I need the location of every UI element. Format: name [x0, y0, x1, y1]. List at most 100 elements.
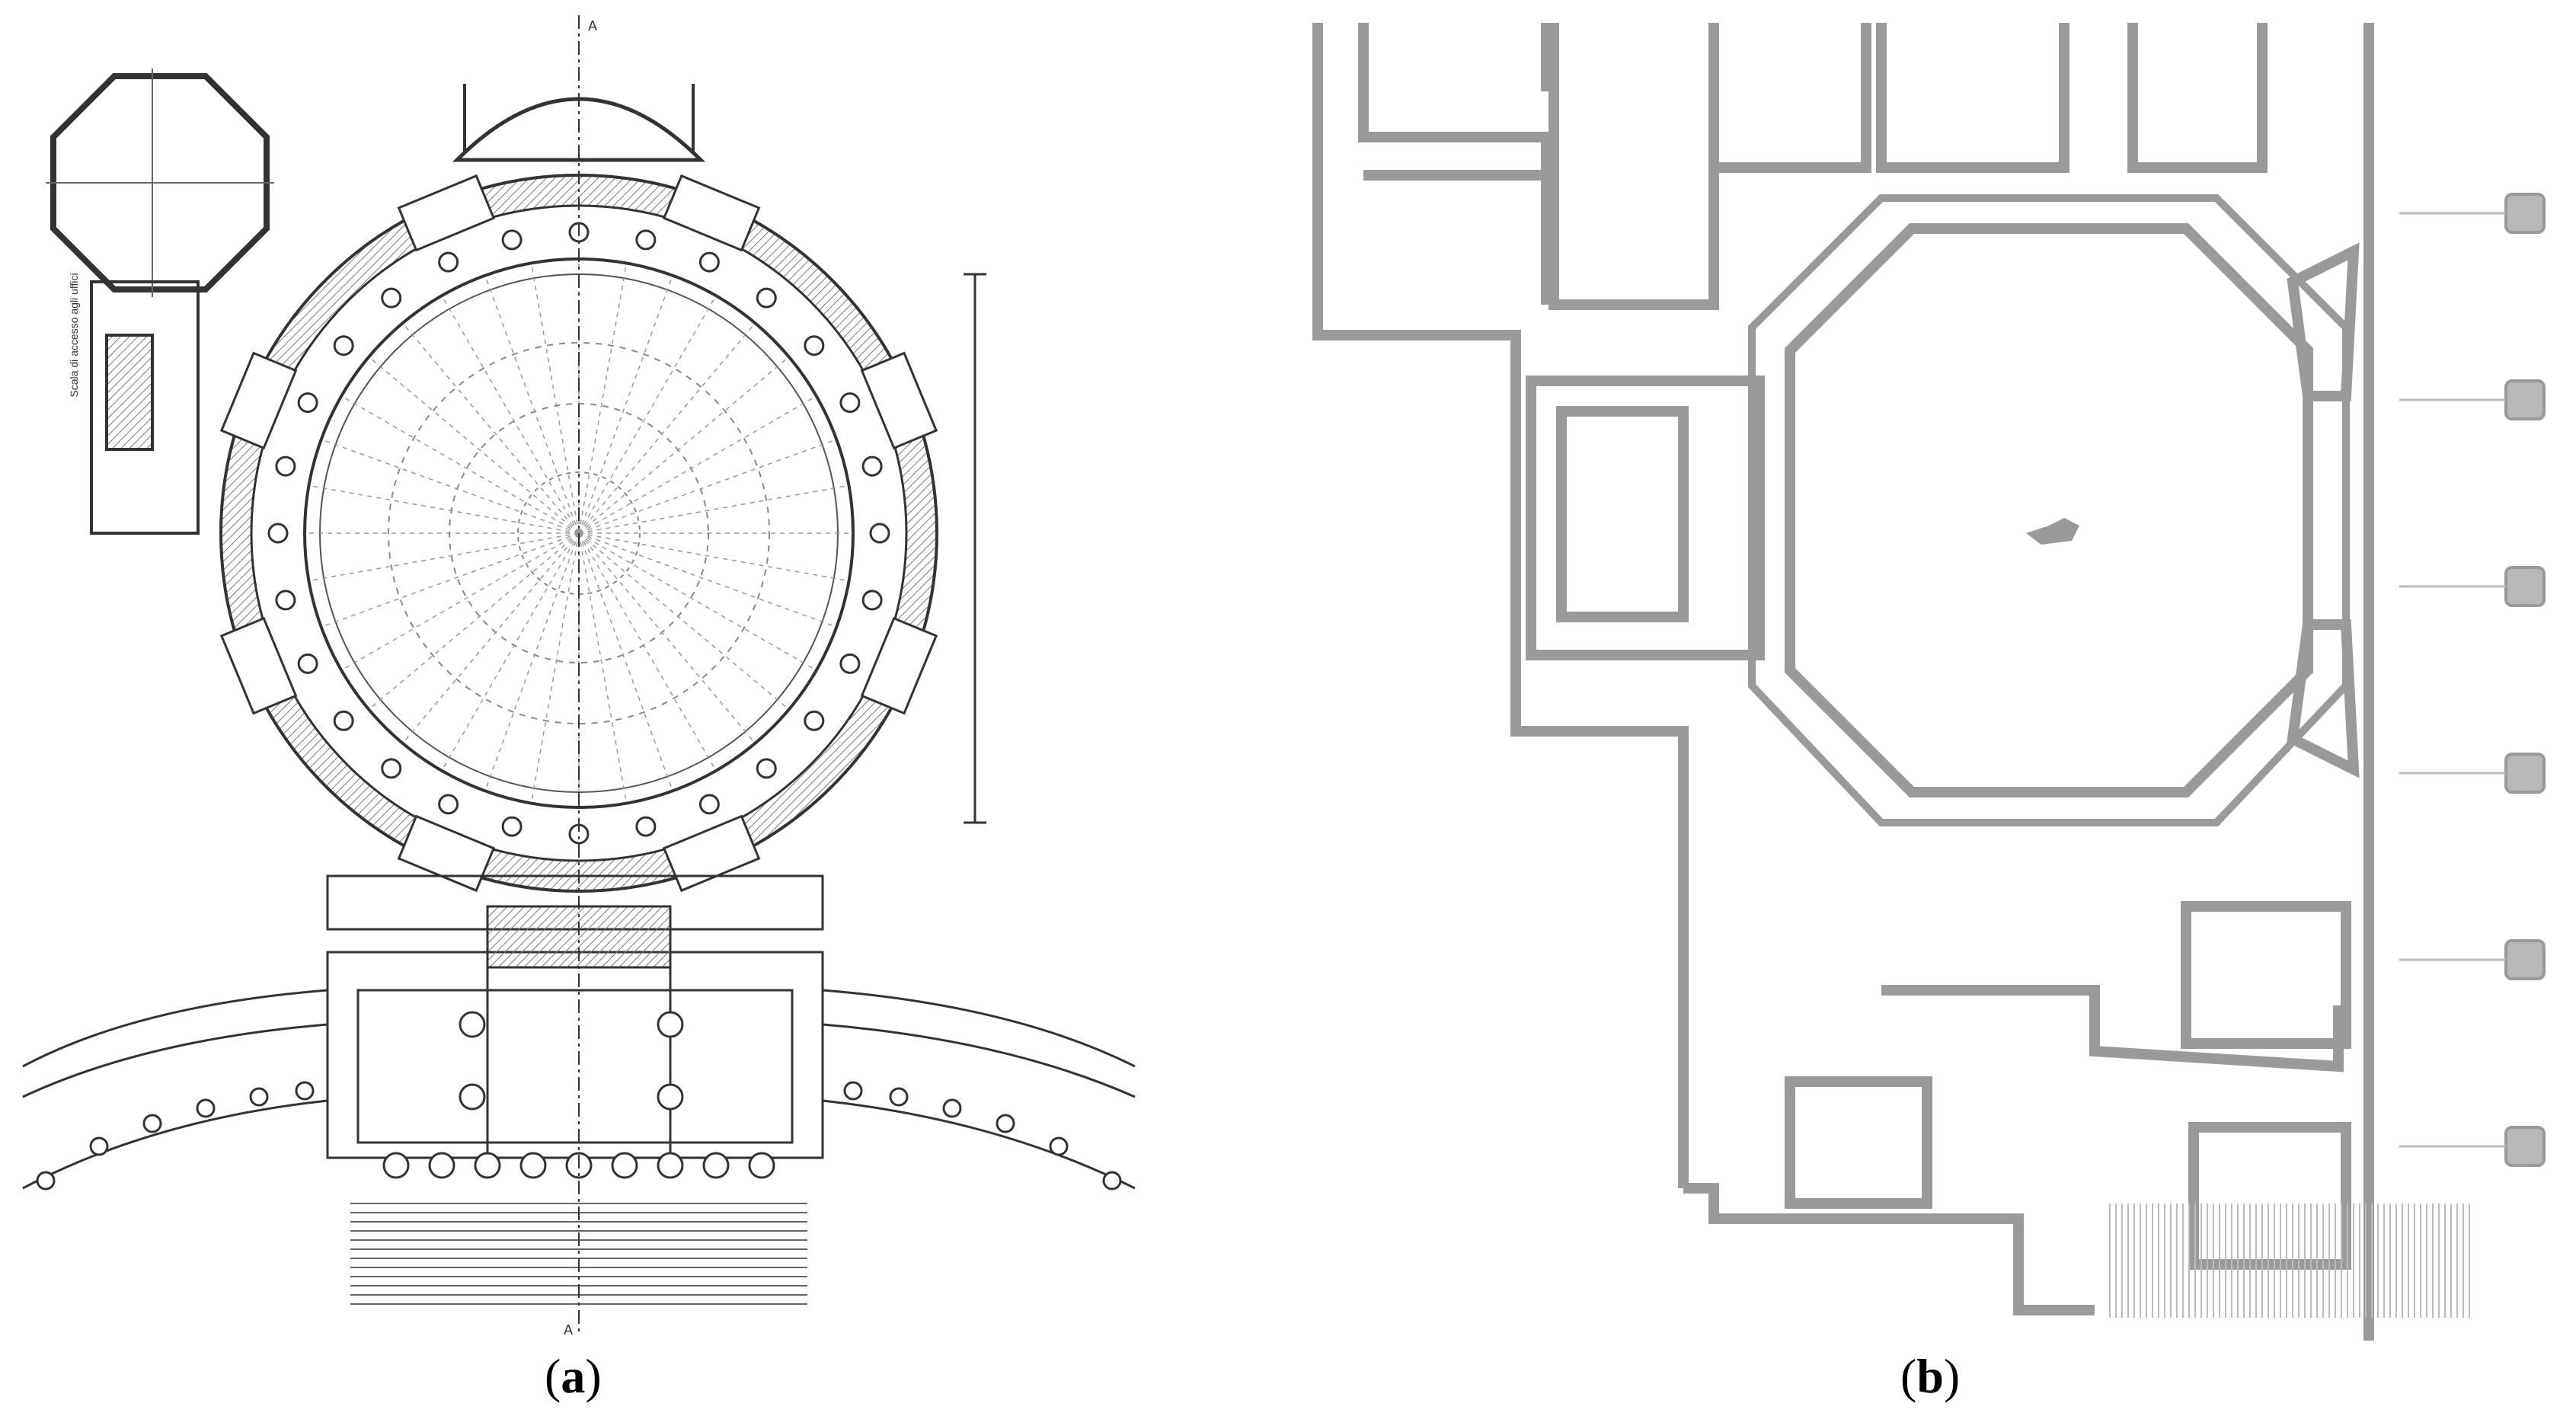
- arc-column: [36, 1171, 56, 1191]
- arc-column: [142, 1114, 162, 1133]
- radial-line: [340, 395, 580, 534]
- ring-column: [756, 758, 777, 779]
- ring-columns: [267, 222, 890, 845]
- ring-column: [333, 710, 354, 731]
- arc-column: [1049, 1136, 1069, 1156]
- central-figure: [2026, 518, 2079, 545]
- ring-column: [381, 758, 402, 779]
- plan-b-panel: [1257, 0, 2576, 1341]
- radial-line: [530, 263, 580, 534]
- ring-column: [804, 335, 825, 356]
- plan-a-panel: Scala di accesso agli uffici A A: [0, 0, 1173, 1341]
- colonnade-arc: [22, 989, 1136, 1190]
- radial-line: [321, 532, 580, 628]
- radial-line: [308, 484, 580, 534]
- pier: [2504, 1126, 2546, 1167]
- arc-column: [996, 1114, 1015, 1133]
- ring-column: [297, 392, 318, 414]
- plan-b-steps: [2109, 1203, 2470, 1318]
- arc-column: [889, 1087, 909, 1107]
- chapel: [662, 174, 761, 252]
- ring-column: [438, 794, 459, 815]
- portico-column: [459, 1011, 486, 1038]
- scale-bar: [964, 273, 986, 824]
- portico-column: [657, 1011, 684, 1038]
- radial-line: [578, 275, 673, 534]
- ring-column: [756, 287, 777, 308]
- portico-column: [657, 1152, 684, 1179]
- ring-column: [275, 455, 296, 477]
- radial-line: [578, 532, 673, 791]
- radial-line: [578, 532, 790, 710]
- ring-column: [297, 653, 318, 674]
- plan-a-drawing: Scala di accesso agli uffici A A: [22, 15, 1136, 1338]
- ring-column: [839, 392, 861, 414]
- radial-line: [578, 395, 817, 534]
- ring-column: [438, 251, 459, 273]
- radial-line: [530, 532, 580, 804]
- arc-column: [843, 1081, 863, 1101]
- radial-line: [402, 322, 580, 534]
- caption-a: (a): [545, 1349, 602, 1403]
- portico-column: [459, 1083, 486, 1111]
- section-mark-bottom: A: [564, 1322, 573, 1338]
- service-block: [90, 280, 200, 535]
- ring-column: [275, 590, 296, 611]
- plan-b-walls: [1312, 23, 2374, 1341]
- radial-line: [578, 532, 837, 628]
- radial-line: [308, 532, 580, 582]
- chapel: [662, 814, 761, 893]
- radial-line: [578, 263, 628, 534]
- ring-column: [698, 794, 720, 815]
- chapel: [219, 616, 298, 715]
- radial-line: [578, 532, 849, 582]
- plan-b-drawing: [1312, 23, 2546, 1341]
- portico-column: [611, 1152, 638, 1179]
- radial-line: [368, 532, 580, 710]
- colonnade-columns: [36, 1081, 1122, 1191]
- ring-column: [698, 251, 720, 273]
- portico-column: [428, 1152, 455, 1179]
- chapel: [860, 616, 938, 715]
- arc-column: [196, 1098, 216, 1118]
- ring-column: [381, 287, 402, 308]
- pier: [2504, 939, 2546, 980]
- ring-column: [635, 229, 657, 251]
- caption-b: (b): [1900, 1349, 1961, 1403]
- radial-line: [340, 532, 580, 671]
- ring-column: [333, 335, 354, 356]
- radial-line: [578, 322, 756, 534]
- ring-column: [501, 816, 523, 837]
- radial-lines: [305, 259, 853, 807]
- radial-line: [578, 295, 717, 534]
- portico: [326, 874, 824, 1159]
- portico-column: [519, 1152, 547, 1179]
- radial-line: [578, 532, 817, 671]
- radial-line: [578, 484, 849, 534]
- ring-column: [869, 523, 890, 544]
- radial-line: [441, 295, 580, 534]
- radial-line: [578, 532, 756, 744]
- portico-column: [748, 1152, 775, 1179]
- radial-line: [441, 532, 580, 772]
- ring-column: [861, 590, 883, 611]
- arc-column: [249, 1087, 269, 1107]
- arc-column: [295, 1081, 315, 1101]
- ring-column: [501, 229, 523, 251]
- arc-column: [89, 1136, 109, 1156]
- portico-column: [657, 1083, 684, 1111]
- radial-line: [402, 532, 580, 744]
- radial-line: [578, 532, 628, 804]
- radial-line: [484, 275, 580, 534]
- colonnade-piers: [2399, 193, 2546, 1167]
- portico-column: [702, 1152, 730, 1179]
- pier: [2504, 379, 2546, 420]
- chapel: [219, 351, 298, 450]
- radial-line: [578, 356, 790, 534]
- radial-chapels: [219, 174, 938, 893]
- pier: [2504, 193, 2546, 234]
- pier: [2504, 753, 2546, 794]
- stair-note: Scala di accesso agli uffici: [68, 273, 80, 397]
- chapel: [860, 351, 938, 450]
- radial-line: [484, 532, 580, 791]
